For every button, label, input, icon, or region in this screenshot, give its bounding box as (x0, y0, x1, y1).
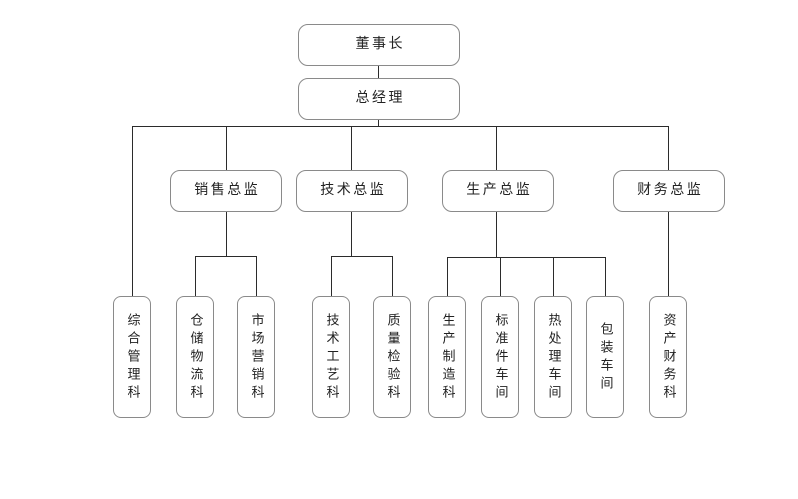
node-sales-director-label: 销售总监 (194, 182, 261, 199)
connector-production-director-stem (496, 212, 497, 258)
connector-production-to-standard-parts-workshop (500, 257, 501, 296)
node-finance-director[interactable]: 财务总监 (613, 170, 725, 212)
connector-sales-to-warehouse-logistics-dept (195, 256, 196, 296)
node-general-admin-dept[interactable]: 综合管理科 (113, 296, 151, 418)
connector-technical-sub-bus (331, 256, 392, 257)
node-packaging-workshop-label: 包装车间 (597, 322, 613, 394)
connector-bus-to-general-admin-dept (132, 126, 133, 296)
connector-production-sub-bus (447, 257, 605, 258)
node-heat-treatment-workshop-label: 热处理车间 (545, 313, 561, 403)
connector-finance-to-asset-finance-dept (668, 212, 669, 296)
node-chairman-label: 董事长 (355, 36, 405, 53)
node-quality-inspection-dept[interactable]: 质量检验科 (373, 296, 411, 418)
node-heat-treatment-workshop[interactable]: 热处理车间 (534, 296, 572, 418)
node-quality-inspection-dept-label: 质量检验科 (384, 313, 400, 403)
node-marketing-dept[interactable]: 市场营销科 (237, 296, 275, 418)
connector-bus-to-sales-director (226, 126, 227, 170)
connector-general-manager-stem (378, 119, 379, 127)
node-production-director[interactable]: 生产总监 (442, 170, 554, 212)
node-marketing-dept-label: 市场营销科 (248, 313, 264, 403)
connector-bus-to-production-director (496, 126, 497, 170)
node-manufacturing-dept-label: 生产制造科 (439, 313, 455, 403)
node-production-director-label: 生产总监 (466, 182, 533, 199)
connector-sales-director-stem (226, 212, 227, 257)
node-technical-director[interactable]: 技术总监 (296, 170, 408, 212)
connector-chairman-to-general-manager (378, 66, 379, 86)
node-general-manager[interactable]: 总经理 (298, 78, 460, 120)
node-asset-finance-dept-label: 资产财务科 (660, 313, 676, 403)
connector-production-to-packaging-workshop (605, 257, 606, 296)
connector-technical-to-tech-process-dept (331, 256, 332, 296)
node-standard-parts-workshop[interactable]: 标准件车间 (481, 296, 519, 418)
connector-production-to-manufacturing-dept (447, 257, 448, 296)
connector-bus-to-technical-director (351, 126, 352, 170)
node-warehouse-logistics-dept-label: 仓储物流科 (187, 313, 203, 403)
node-standard-parts-workshop-label: 标准件车间 (492, 313, 508, 403)
node-manufacturing-dept[interactable]: 生产制造科 (428, 296, 466, 418)
connector-sales-to-marketing-dept (256, 256, 257, 296)
node-technical-director-label: 技术总监 (320, 182, 387, 199)
node-chairman[interactable]: 董事长 (298, 24, 460, 66)
node-warehouse-logistics-dept[interactable]: 仓储物流科 (176, 296, 214, 418)
node-tech-process-dept-label: 技术工艺科 (323, 313, 339, 403)
node-tech-process-dept[interactable]: 技术工艺科 (312, 296, 350, 418)
connector-technical-director-stem (351, 212, 352, 257)
node-asset-finance-dept[interactable]: 资产财务科 (649, 296, 687, 418)
connector-main-bus (132, 126, 669, 127)
node-general-admin-dept-label: 综合管理科 (124, 313, 140, 403)
node-finance-director-label: 财务总监 (637, 182, 704, 199)
node-general-manager-label: 总经理 (355, 90, 405, 107)
connector-sales-sub-bus (195, 256, 257, 257)
node-packaging-workshop[interactable]: 包装车间 (586, 296, 624, 418)
node-sales-director[interactable]: 销售总监 (170, 170, 282, 212)
connector-production-to-heat-treatment-workshop (553, 257, 554, 296)
connector-technical-to-quality-inspection-dept (392, 256, 393, 296)
connector-bus-to-finance-director (668, 126, 669, 170)
